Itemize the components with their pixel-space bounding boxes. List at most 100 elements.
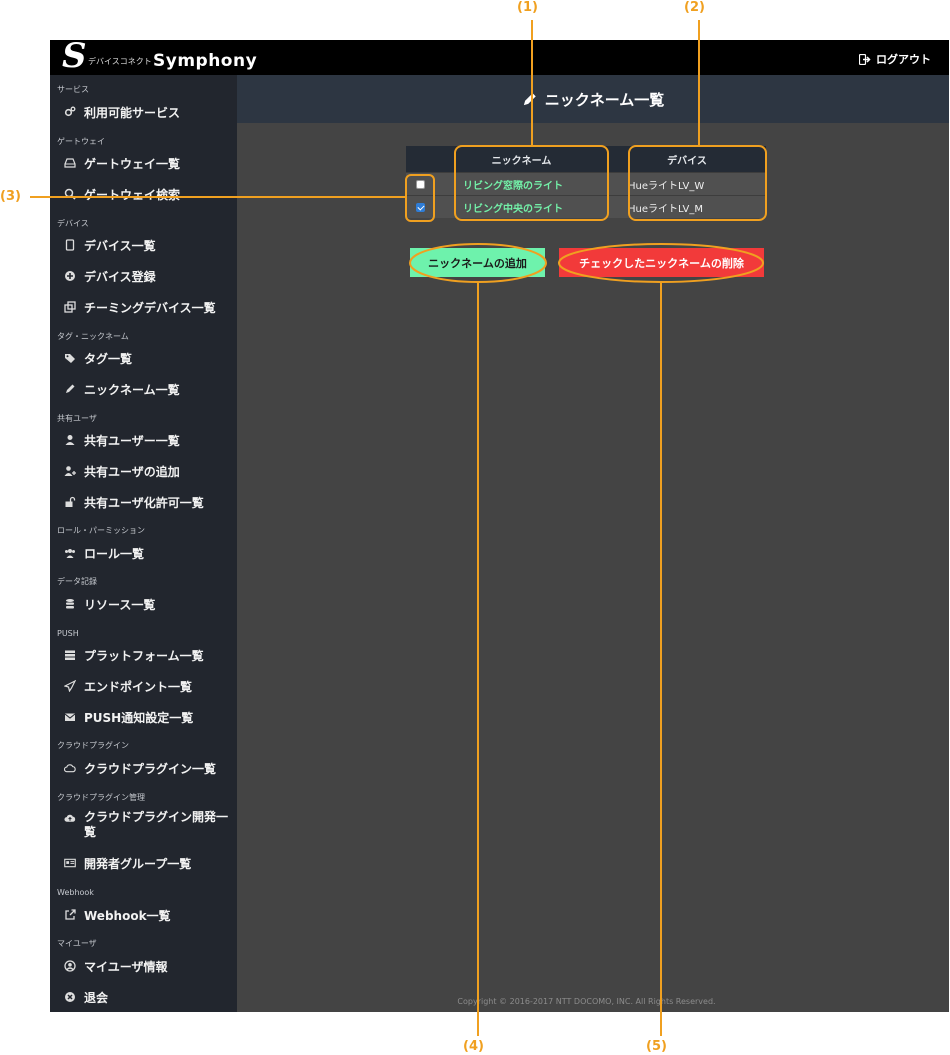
callout-label-5: (5)	[646, 1039, 667, 1054]
sidebar-item-available-services[interactable]: 利用可能サービス	[50, 99, 237, 125]
sidebar-item-label: ゲートウェイ検索	[84, 187, 181, 202]
tags-icon	[64, 352, 76, 364]
sidebar-item-label: 利用可能サービス	[84, 105, 181, 120]
sidebar-item-cloud-plugin-list[interactable]: クラウドプラグイン一覧	[50, 755, 237, 781]
sidebar-item-endpoint-list[interactable]: エンドポイント一覧	[50, 673, 237, 699]
row-checkbox[interactable]	[416, 179, 425, 189]
sidebar-item-label: タグ一覧	[84, 351, 133, 366]
times-circle-icon	[64, 991, 76, 1003]
sidebar-item-gateway-list[interactable]: ゲートウェイ一覧	[50, 150, 237, 176]
sidebar-section-device: デバイス	[57, 219, 89, 228]
sidebar-item-label: 共有ユーザー一覧	[84, 433, 180, 448]
sidebar-item-my-user-info[interactable]: マイユーザ情報	[50, 953, 237, 979]
callout-label-3: (3)	[0, 189, 21, 204]
sidebar-item-tag-list[interactable]: タグ一覧	[50, 345, 237, 371]
sign-out-icon	[859, 53, 871, 65]
sidebar-item-label: クラウドプラグイン一覧	[84, 761, 217, 776]
sidebar-item-label: ニックネーム一覧	[84, 382, 180, 397]
sidebar-item-gateway-search[interactable]: ゲートウェイ検索	[50, 181, 237, 207]
header-select	[406, 146, 435, 172]
sidebar-item-device-register[interactable]: デバイス登録	[50, 263, 237, 289]
user-circle-icon	[64, 960, 76, 972]
sidebar-item-nickname-list[interactable]: ニックネーム一覧	[50, 376, 237, 402]
sidebar-item-platform-list[interactable]: プラットフォーム一覧	[50, 642, 237, 668]
sidebar-item-resource-list[interactable]: リソース一覧	[50, 591, 237, 617]
pencil-icon	[523, 92, 536, 105]
row-checkbox[interactable]	[416, 202, 425, 212]
sidebar-item-cloud-plugin-dev-list[interactable]: クラウドプラグイン開発一覧	[50, 808, 237, 844]
delete-checked-nicknames-button[interactable]: チェックしたニックネームの削除	[559, 248, 764, 277]
copyright: Copyright © 2016-2017 NTT DOCOMO, INC. A…	[457, 997, 716, 1006]
logo-subtitle: デバイスコネクト	[88, 57, 152, 66]
sidebar-item-teaming-device-list[interactable]: チーミングデバイス一覧	[50, 294, 237, 320]
sidebar-item-label: プラットフォーム一覧	[84, 648, 204, 663]
cogs-icon	[64, 106, 76, 118]
callout-label-2: (2)	[684, 0, 705, 15]
header-nickname: ニックネーム	[491, 155, 552, 167]
table-row: リビング窓際のライト HueライトLV_W	[406, 172, 766, 195]
add-nickname-button[interactable]: ニックネームの追加	[410, 248, 545, 277]
sidebar-item-shared-user-permission-list[interactable]: 共有ユーザ化許可一覧	[50, 489, 237, 515]
sidebar-item-role-list[interactable]: ロール一覧	[50, 540, 237, 566]
sidebar-item-push-settings-list[interactable]: PUSH通知設定一覧	[50, 704, 237, 730]
sidebar-section-tag-nickname: タグ・ニックネーム	[57, 332, 129, 341]
sidebar-item-label: マイユーザ情報	[84, 959, 168, 974]
sidebar-section-shared-user: 共有ユーザ	[57, 414, 97, 423]
app-window: S デバイスコネクト Symphony ログアウト サービス 利用可能サービス …	[50, 40, 949, 1012]
clone-icon	[64, 301, 76, 313]
sidebar-item-label: Webhook一覧	[84, 908, 171, 923]
sidebar-item-label: デバイス登録	[84, 269, 156, 284]
sidebar-item-device-list[interactable]: デバイス一覧	[50, 232, 237, 258]
sidebar-section-role-permission: ロール・パーミッション	[57, 526, 145, 535]
page-title: ニックネーム一覧	[544, 90, 665, 109]
sidebar-item-label: ロール一覧	[84, 546, 145, 561]
sidebar-item-webhook-list[interactable]: Webhook一覧	[50, 902, 237, 928]
tablet-icon	[64, 239, 76, 251]
cloud-upload-icon	[64, 812, 76, 824]
nickname-link[interactable]: リビング中央のライト	[463, 203, 563, 215]
sidebar-section-webhook: Webhook	[57, 888, 94, 897]
cloud-icon	[64, 762, 76, 774]
sidebar-item-label: チーミングデバイス一覧	[84, 300, 216, 315]
hdd-icon	[64, 157, 76, 169]
database-icon	[64, 598, 76, 610]
top-bar: S デバイスコネクト Symphony ログアウト	[50, 40, 949, 75]
callout-label-1: (1)	[517, 0, 538, 15]
users-icon	[64, 547, 76, 559]
logout-button[interactable]: ログアウト	[859, 51, 931, 67]
sidebar-item-label: PUSH通知設定一覧	[84, 710, 194, 725]
sidebar-item-withdraw[interactable]: 退会	[50, 984, 237, 1010]
sidebar-section-service: サービス	[57, 85, 89, 94]
table-header: ニックネーム デバイス	[406, 146, 766, 172]
sidebar-section-gateway: ゲートウェイ	[57, 137, 105, 146]
sidebar-item-label: 退会	[84, 990, 109, 1005]
sidebar-item-add-shared-user[interactable]: 共有ユーザの追加	[50, 458, 237, 484]
sidebar-section-data-record: データ記録	[57, 577, 97, 586]
external-link-icon	[64, 909, 76, 921]
sidebar-item-label: エンドポイント一覧	[84, 679, 193, 694]
sidebar-section-cloud-plugin: クラウドプラグイン	[57, 741, 129, 750]
sidebar-section-my-user: マイユーザ	[57, 939, 97, 948]
sidebar-item-label: 共有ユーザ化許可一覧	[84, 495, 204, 510]
logo-name: Symphony	[153, 51, 258, 71]
table-row: リビング中央のライト HueライトLV_M	[406, 195, 766, 218]
sidebar-item-label: デバイス一覧	[84, 238, 156, 253]
sidebar-item-label: リソース一覧	[84, 597, 156, 612]
logout-label: ログアウト	[876, 53, 931, 66]
nickname-table: ニックネーム デバイス リビング窓際のライト HueライトLV_W リビング中央…	[406, 146, 766, 218]
device-name: HueライトLV_W	[628, 180, 705, 192]
sidebar-item-label: クラウドプラグイン開発一覧	[84, 810, 229, 839]
sidebar-item-shared-user-list[interactable]: 共有ユーザー一覧	[50, 427, 237, 453]
callout-label-4: (4)	[463, 1039, 484, 1054]
header-device: デバイス	[667, 155, 707, 167]
sidebar-item-label: 開発者グループ一覧	[84, 856, 192, 871]
paper-plane-icon	[64, 680, 76, 692]
sidebar-item-developer-group-list[interactable]: 開発者グループ一覧	[50, 850, 237, 876]
sidebar-item-label: ゲートウェイ一覧	[84, 156, 181, 171]
unlock-icon	[64, 496, 76, 508]
id-card-icon	[64, 857, 76, 869]
sidebar: サービス 利用可能サービス ゲートウェイ ゲートウェイ一覧 ゲートウェイ検索 デ…	[50, 75, 237, 1012]
nickname-link[interactable]: リビング窓際のライト	[463, 180, 563, 192]
user-icon	[64, 434, 76, 446]
envelope-icon	[64, 711, 76, 723]
